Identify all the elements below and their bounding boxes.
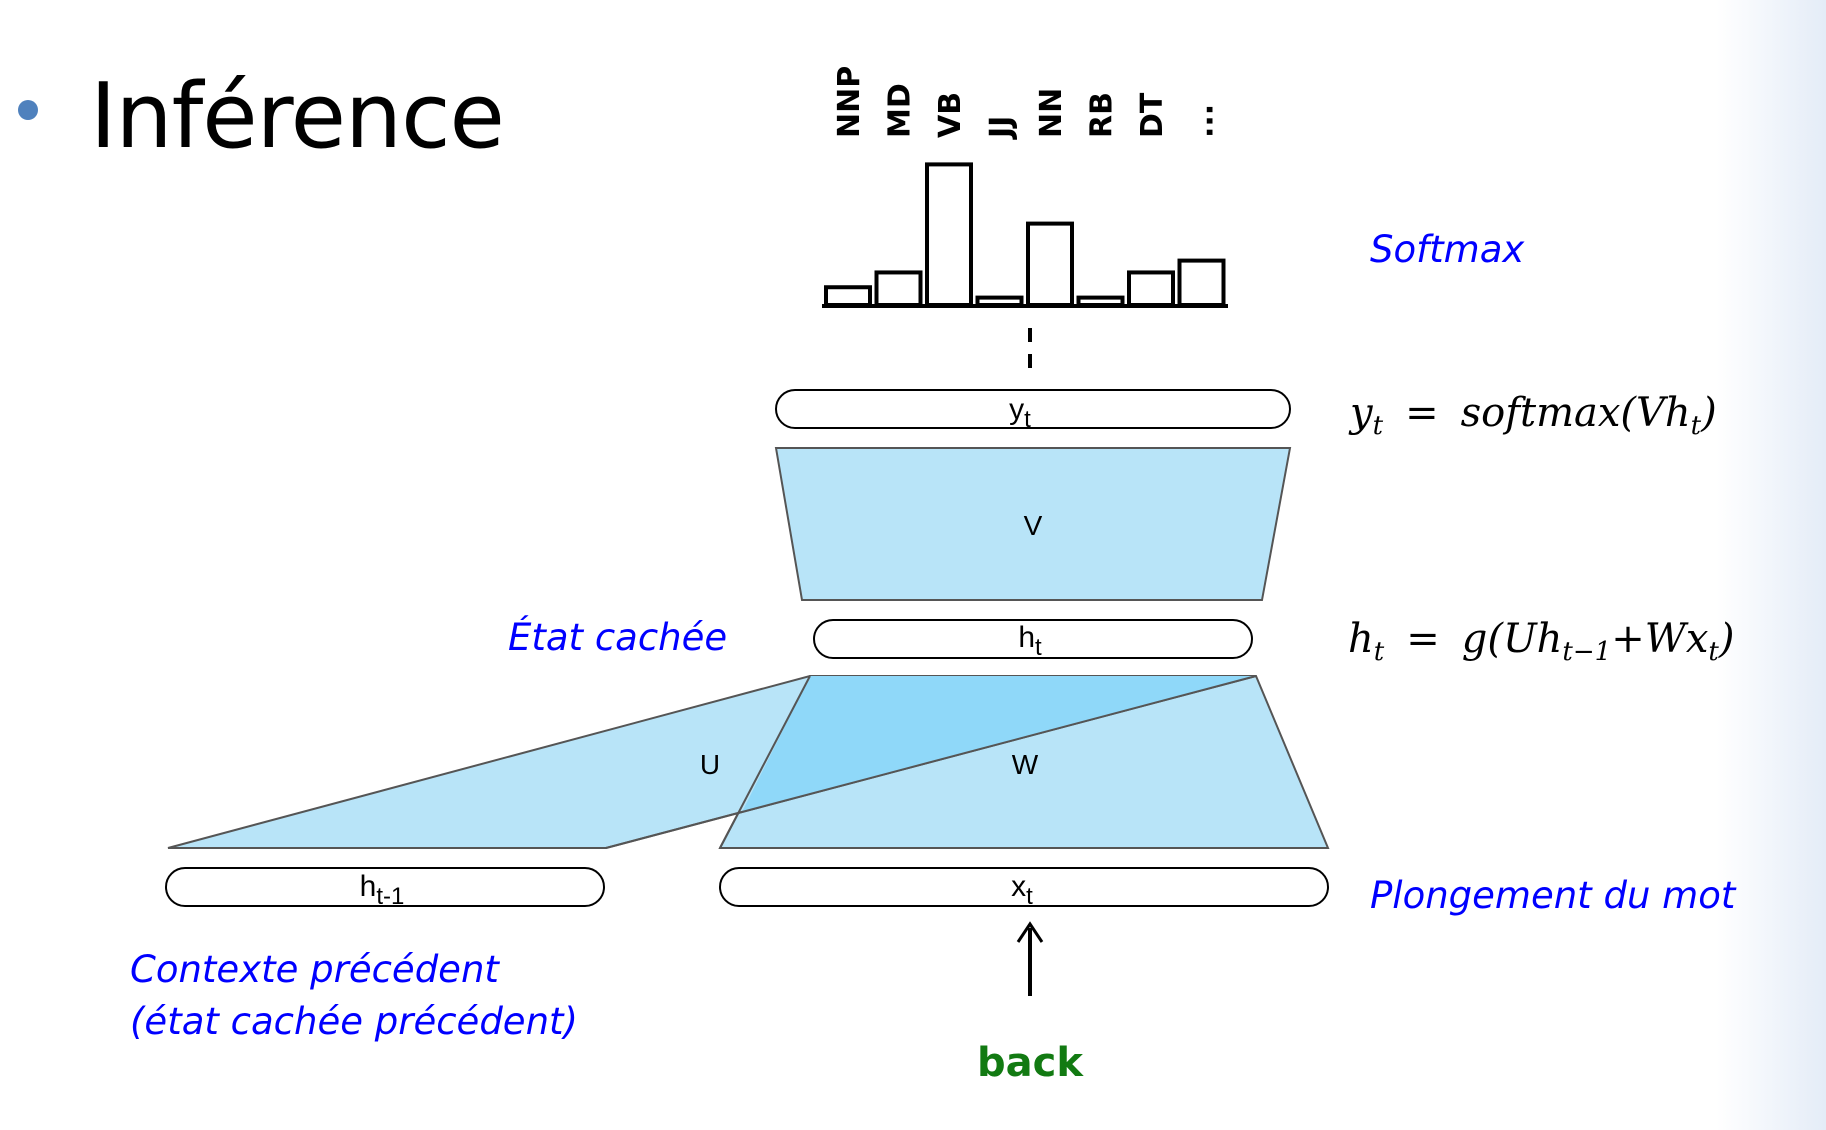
input-vector-label: x: [1011, 870, 1026, 903]
tag-label: DT: [1135, 92, 1170, 138]
tag-label: ...: [1186, 104, 1221, 138]
matrix-v-label: V: [1024, 510, 1043, 541]
hidden-vector: [813, 619, 1253, 659]
bar-VB: [925, 162, 973, 307]
bar-NNP: [824, 285, 872, 307]
hidden-equation: ht=g(Uht−1+Wxt): [1348, 616, 1734, 667]
tag-label: NN: [1034, 88, 1069, 138]
svg-text:ht-1: ht-1: [360, 870, 405, 910]
hidden-vector-label: h: [1018, 621, 1035, 654]
input-vector-sub: t: [1026, 883, 1033, 910]
bar-DT: [1127, 270, 1175, 308]
tag-label: RB: [1085, 92, 1120, 138]
softmax-distribution: [824, 162, 1226, 308]
bar-NN: [1026, 221, 1074, 308]
hidden-vector-sub: t: [1035, 634, 1042, 661]
matrix-v: [774, 447, 1292, 601]
svg-text:xt: xt: [1011, 870, 1033, 910]
svg-text:yt: yt: [1009, 393, 1031, 433]
context-label-line1: Contexte précédent: [130, 948, 500, 991]
output-vector-sub: t: [1024, 406, 1031, 433]
bullet-dot-icon: [18, 100, 38, 120]
input-word: back: [977, 1040, 1084, 1086]
output-vector: [775, 389, 1291, 429]
slide-title: Inférence: [90, 64, 505, 169]
bar-RB: [1076, 295, 1125, 308]
bar-JJ: [975, 295, 1024, 308]
hidden-state-label: État cachée: [508, 615, 727, 659]
arrow-head-icon: [1016, 921, 1044, 943]
svg-text:ht: ht: [1018, 621, 1042, 661]
bar-MD: [874, 270, 923, 308]
tag-labels: NNP MD VB JJ NN RB DT...: [832, 66, 1221, 140]
previous-hidden-vector: [165, 867, 605, 907]
previous-hidden-label: h: [360, 870, 377, 903]
input-vector: [719, 867, 1329, 907]
output-equation: yt=softmax(Vht): [1348, 390, 1717, 441]
tag-label: NNP: [832, 66, 867, 138]
bar-: [1177, 258, 1226, 308]
tag-label: JJ: [984, 116, 1019, 140]
context-label-line2: (état cachée précédent): [130, 1000, 578, 1043]
softmax-label: Softmax: [1370, 228, 1525, 271]
tag-label: MD: [883, 83, 918, 138]
matrix-w-label: W: [1012, 749, 1039, 780]
tag-label: VB: [933, 92, 968, 138]
matrix-u-label: U: [700, 749, 720, 780]
output-vector-label: y: [1009, 393, 1024, 426]
embedding-label: Plongement du mot: [1370, 874, 1737, 917]
previous-hidden-sub: t-1: [376, 883, 404, 910]
